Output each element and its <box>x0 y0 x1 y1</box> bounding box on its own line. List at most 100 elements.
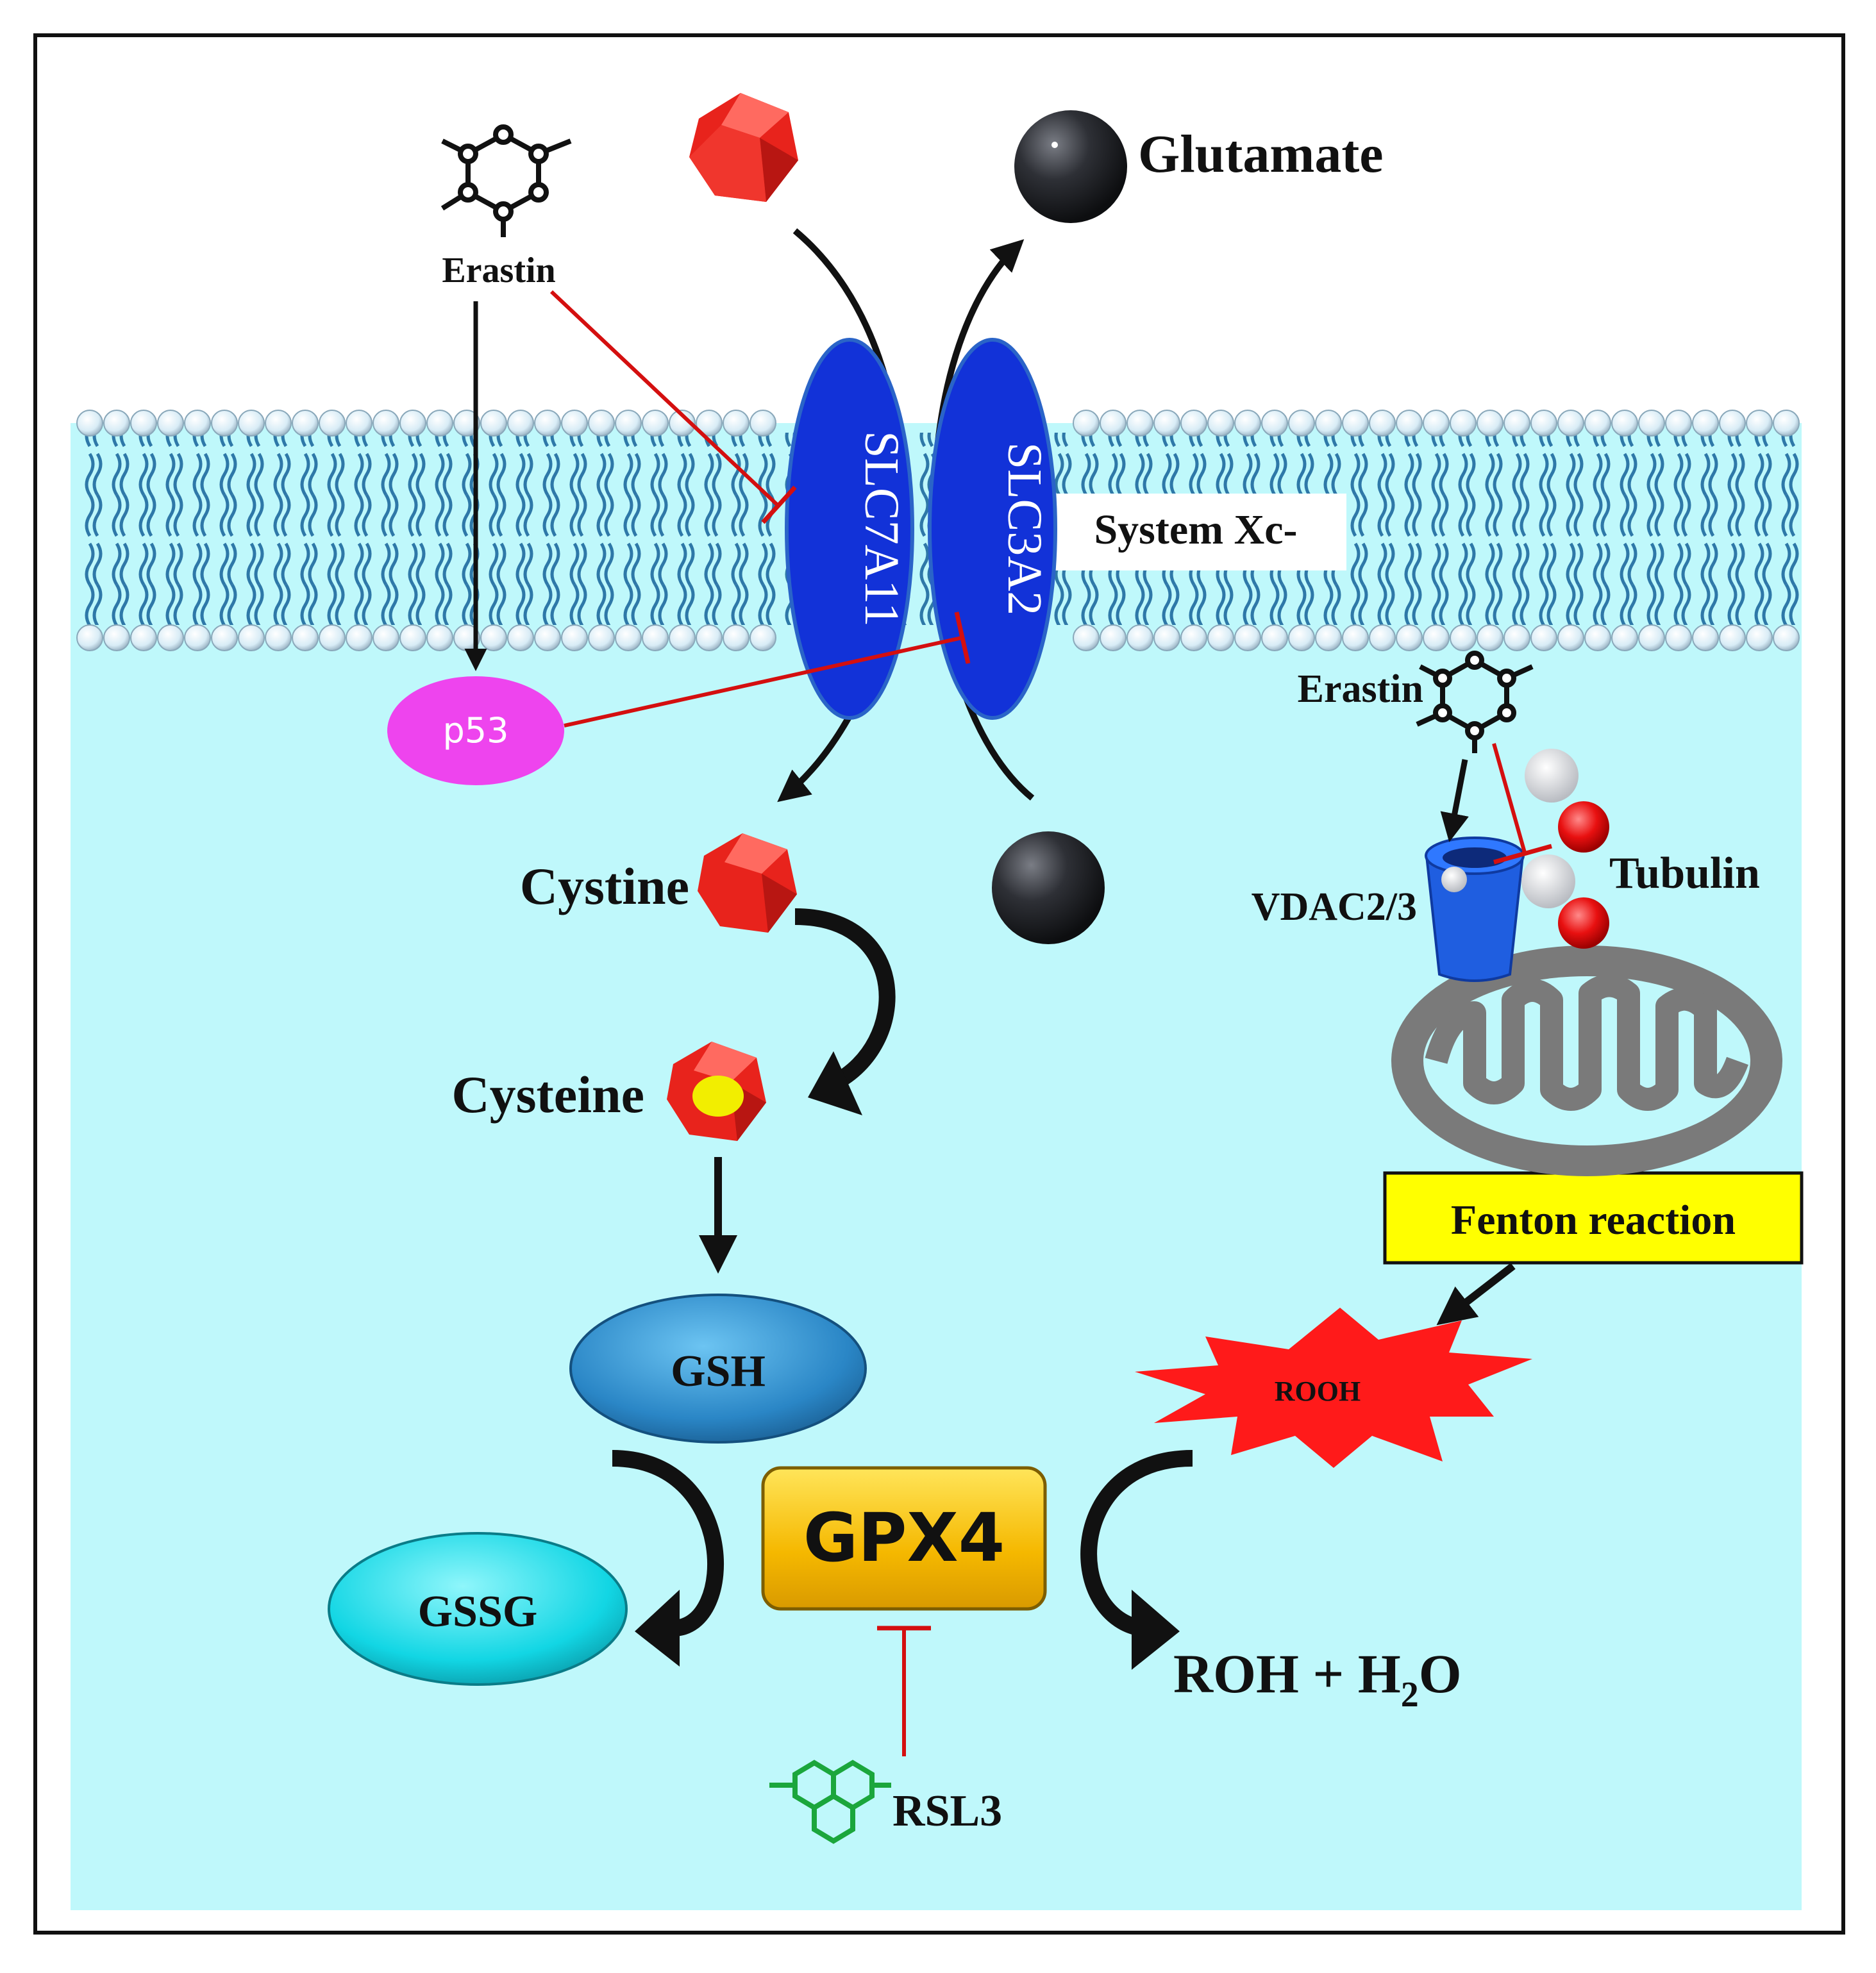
cystine-cube-icon <box>689 93 798 202</box>
phospholipid-head <box>130 410 157 437</box>
phospholipid-head <box>1153 624 1180 651</box>
phospholipid-head <box>1692 410 1719 437</box>
phospholipid-head <box>1234 410 1261 437</box>
phospholipid-head <box>1207 624 1234 651</box>
phospholipid-head <box>561 410 588 437</box>
tubulin-label: Tubulin <box>1609 849 1760 898</box>
phospholipid-head <box>1611 624 1638 651</box>
gsh-to-gssg-arrow <box>612 1450 724 1636</box>
phospholipid-head <box>1477 410 1503 437</box>
phospholipid-head <box>453 410 480 437</box>
phospholipid-head <box>373 410 399 437</box>
phospholipid-head <box>1665 410 1692 437</box>
phospholipid-head <box>561 624 588 651</box>
phospholipid-head <box>1369 410 1396 437</box>
slc7a11-label: SLC7A11 <box>855 431 909 626</box>
phospholipid-head <box>1746 624 1773 651</box>
phospholipid-head <box>1450 624 1477 651</box>
phospholipid-head <box>1423 410 1450 437</box>
phospholipid-head <box>642 624 669 651</box>
gssg-label: GSSG <box>418 1587 538 1636</box>
phospholipid-head <box>1719 624 1746 651</box>
phospholipid-head <box>426 410 453 437</box>
phospholipid-head <box>1315 410 1342 437</box>
erastin-right-label: Erastin <box>1298 667 1423 711</box>
phospholipid-head <box>1126 624 1153 651</box>
glutamate-ball-icon <box>1014 110 1127 223</box>
phospholipid-head <box>1638 624 1665 651</box>
phospholipid-head <box>1261 624 1288 651</box>
phospholipid-head <box>103 624 130 651</box>
phospholipid-head <box>238 410 265 437</box>
system-xc-label: System Xc- <box>1094 506 1297 553</box>
phospholipid-head <box>346 624 373 651</box>
phospholipid-head <box>642 410 669 437</box>
phospholipid-head <box>1396 410 1423 437</box>
rooh-label: ROOH <box>1275 1376 1361 1407</box>
phospholipid-head <box>238 624 265 651</box>
gpx4-label: GPX4 <box>803 1499 1005 1577</box>
system-xc-box <box>1051 494 1346 570</box>
glutamate-inner-ball-icon <box>992 831 1105 944</box>
phospholipid-head <box>130 624 157 651</box>
phospholipid-head <box>750 624 776 651</box>
phospholipid-head <box>534 624 561 651</box>
erastin-top-label: Erastin <box>442 251 555 290</box>
phospholipid-head <box>76 410 103 437</box>
fenton-reaction-box <box>1383 1171 1804 1265</box>
cystine-inner-cube-icon <box>698 833 797 933</box>
erastin-right-molecule-icon <box>1416 651 1534 753</box>
phospholipid-head <box>1153 410 1180 437</box>
phospholipid-head <box>76 624 103 651</box>
gpx4-node <box>761 1466 1047 1611</box>
phospholipid-head <box>1530 624 1557 651</box>
phospholipid-head <box>507 624 534 651</box>
tubulin-dimer-icon <box>1521 749 1609 949</box>
phospholipid-head <box>480 410 507 437</box>
phospholipid-head <box>1530 410 1557 437</box>
phospholipid-head <box>1450 410 1477 437</box>
phospholipid-head <box>184 624 211 651</box>
rooh-burst <box>1135 1308 1532 1468</box>
phospholipid-head <box>211 410 238 437</box>
phospholipid-head <box>1477 624 1503 651</box>
glutamate-label: Glutamate <box>1138 124 1384 184</box>
phospholipid-head <box>1261 410 1288 437</box>
phospholipid-head <box>1423 624 1450 651</box>
phospholipid-head <box>1100 624 1126 651</box>
phospholipid-head <box>184 410 211 437</box>
phospholipid-head <box>292 624 319 651</box>
cysteine-label: Cysteine <box>451 1065 644 1124</box>
phospholipid-head <box>1342 624 1369 651</box>
fenton-to-rooh-arrow <box>1436 1263 1516 1326</box>
phospholipid-head <box>588 624 615 651</box>
phospholipid-head <box>615 624 642 651</box>
phospholipid-head <box>1503 624 1530 651</box>
phospholipid-head <box>1288 624 1315 651</box>
vdac-label: VDAC2/3 <box>1252 885 1417 929</box>
phospholipid-head <box>1584 410 1611 437</box>
phospholipid-head <box>696 410 723 437</box>
phospholipid-head <box>723 410 750 437</box>
gsh-label: GSH <box>671 1347 766 1396</box>
phospholipid-head <box>480 624 507 651</box>
cystine-label: Cystine <box>520 857 689 915</box>
phospholipid-head <box>319 624 346 651</box>
phospholipid-head <box>1342 410 1369 437</box>
phospholipid-head <box>399 410 426 437</box>
phospholipid-head <box>1773 410 1800 437</box>
phospholipid-head <box>1557 410 1584 437</box>
phospholipid-head <box>1315 624 1342 651</box>
phospholipid-head <box>507 410 534 437</box>
phospholipid-head <box>588 410 615 437</box>
phospholipid-head <box>1719 410 1746 437</box>
rooh-to-roh-arrow <box>1080 1450 1193 1636</box>
mitochondrion-icon <box>1391 945 1782 1176</box>
cysteine-cube-icon <box>667 1042 766 1141</box>
p53-label: p53 <box>443 710 509 751</box>
phospholipid-head <box>157 410 184 437</box>
p53-inhibit-slc3a2 <box>564 636 962 728</box>
phospholipid-head <box>615 410 642 437</box>
erastin-to-vdac-arrow <box>1440 759 1469 842</box>
phospholipid-head <box>723 624 750 651</box>
